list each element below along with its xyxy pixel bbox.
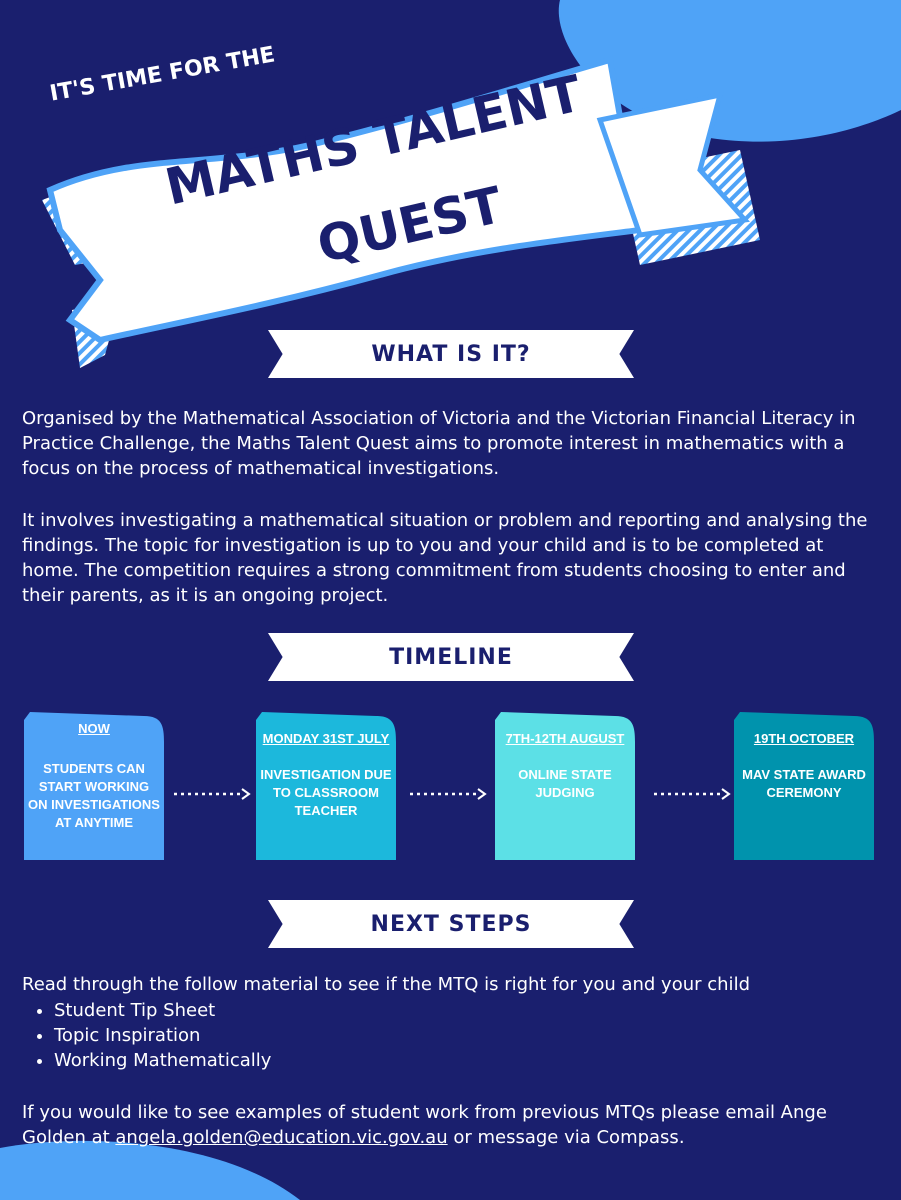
contact-text-before: If you would like to see examples of stu… xyxy=(22,1102,827,1148)
timeline-text-october: MAV STATE AWARD CEREMONY xyxy=(742,767,866,800)
timeline-arrow-3 xyxy=(654,788,731,800)
contact-email-link[interactable]: angela.golden@education.vic.gov.au xyxy=(115,1127,448,1148)
what-is-it-paragraph-2: It involves investigating a mathematical… xyxy=(22,510,868,606)
timeline-text-july: INVESTIGATION DUE TO CLASSROOM TEACHER xyxy=(260,767,392,818)
timeline-date-october: 19TH OCTOBER xyxy=(753,731,855,746)
list-item: Working Mathematically xyxy=(54,1048,271,1073)
contact-text: If you would like to see examples of stu… xyxy=(22,1100,882,1150)
list-item: Topic Inspiration xyxy=(54,1023,271,1048)
what-is-it-heading: WHAT IS IT? xyxy=(268,330,634,378)
next-steps-list: Student Tip Sheet Topic Inspiration Work… xyxy=(22,998,271,1073)
next-steps-heading: NEXT STEPS xyxy=(268,900,634,948)
next-steps-intro: Read through the follow material to see … xyxy=(22,974,750,995)
list-item: Student Tip Sheet xyxy=(54,998,271,1023)
timeline-arrow-2 xyxy=(410,788,487,800)
what-is-it-paragraph-1: Organised by the Mathematical Associatio… xyxy=(22,408,856,479)
timeline-date-now: NOW xyxy=(78,721,110,736)
timeline-text-august: ONLINE STATE JUDGING xyxy=(518,767,612,800)
timeline-date-july: MONDAY 31ST JULY xyxy=(262,731,390,746)
top-right-blob xyxy=(558,0,901,142)
timeline-date-august: 7TH-12TH AUGUST xyxy=(505,731,625,746)
timeline-step-august: 7TH-12TH AUGUST ONLINE STATE JUDGING xyxy=(495,712,635,860)
timeline-text-now: STUDENTS CAN START WORKING ON INVESTIGAT… xyxy=(28,761,160,830)
timeline-step-now: NOW STUDENTS CAN START WORKING ON INVEST… xyxy=(24,712,164,860)
title-banner xyxy=(42,56,760,368)
timeline-step-october: 19TH OCTOBER MAV STATE AWARD CEREMONY xyxy=(734,712,874,860)
timeline-step-july: MONDAY 31ST JULY INVESTIGATION DUE TO CL… xyxy=(256,712,396,860)
timeline-arrow-1 xyxy=(174,788,251,800)
timeline-heading: TIMELINE xyxy=(268,633,634,681)
contact-text-after: or message via Compass. xyxy=(447,1127,685,1148)
bottom-left-blob xyxy=(0,1140,300,1200)
